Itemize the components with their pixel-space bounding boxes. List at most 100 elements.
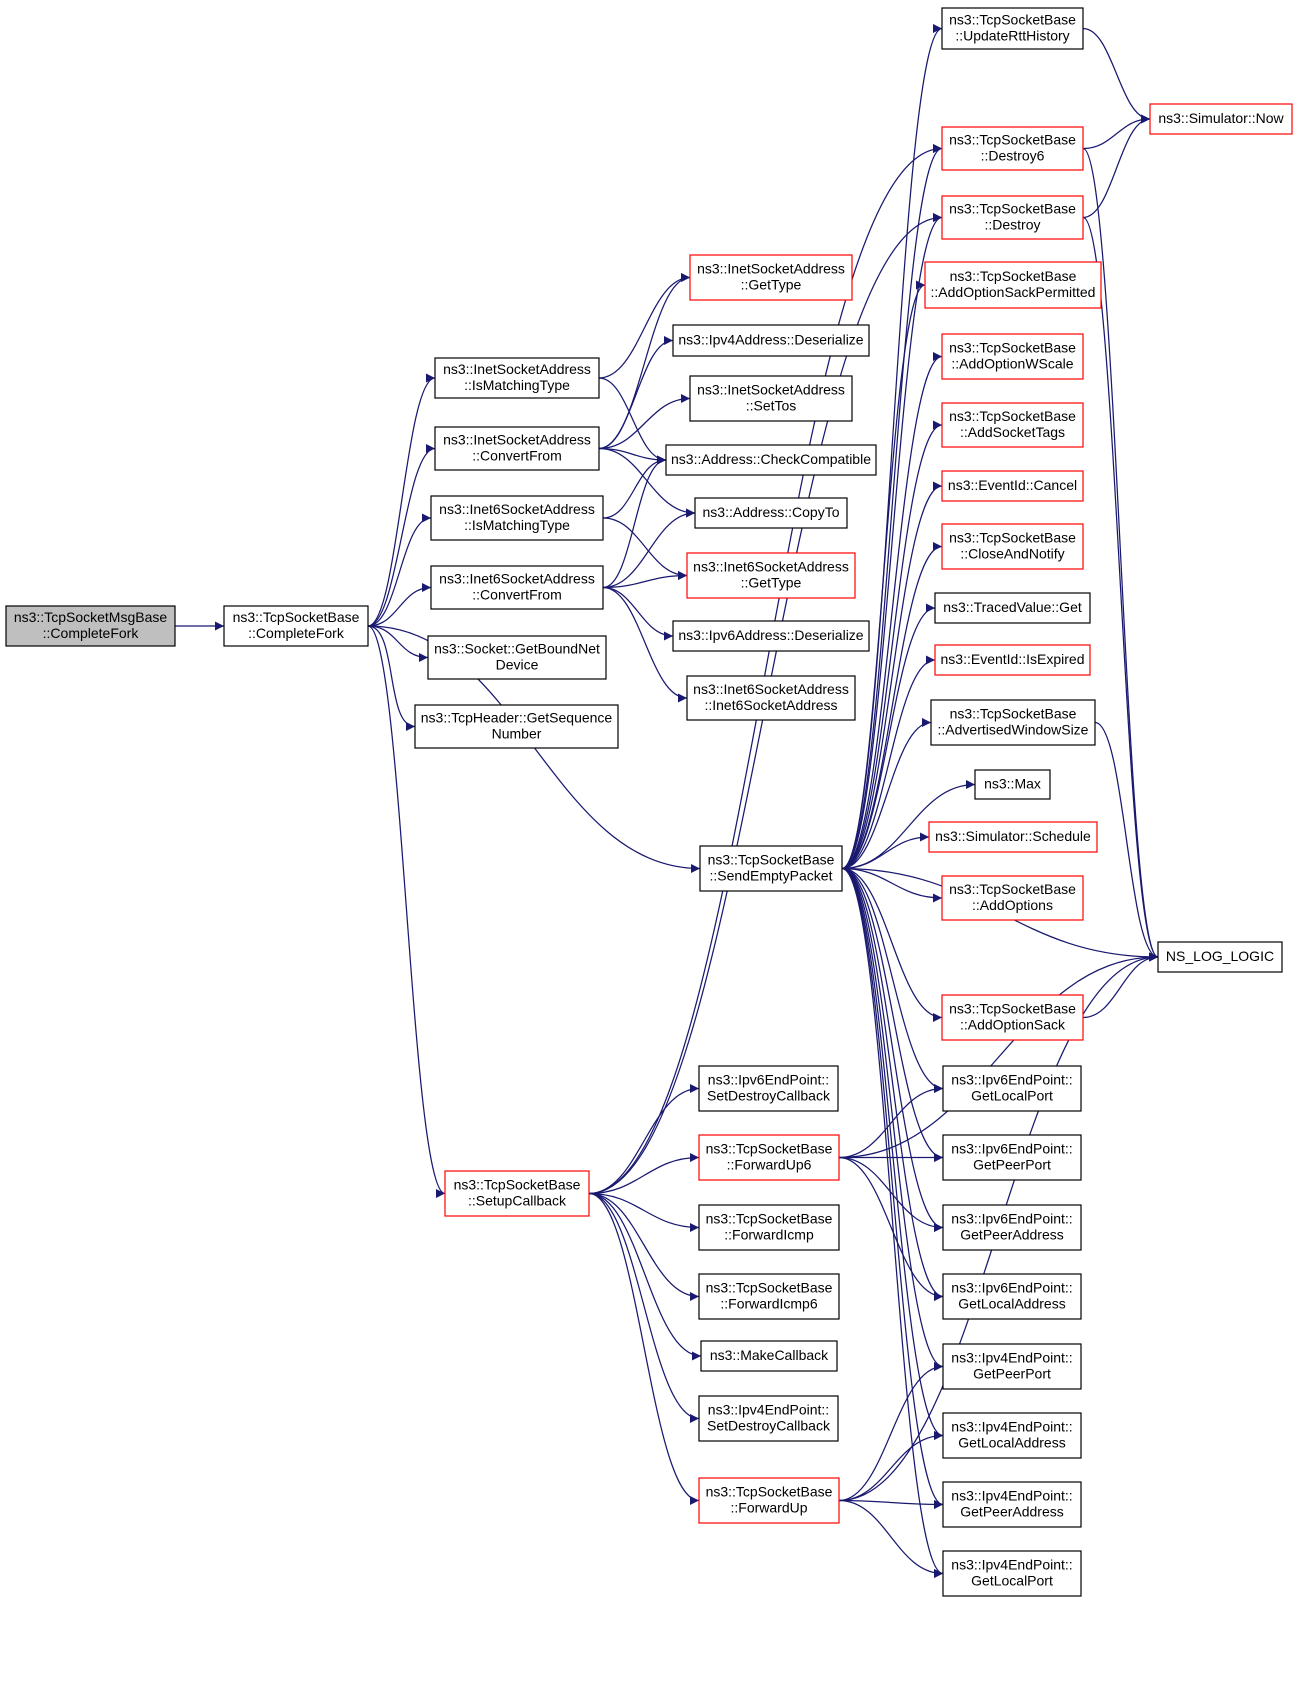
node-label-line: ns3::Ipv6Address::Deserialize <box>678 627 863 643</box>
node-completefork[interactable]: ns3::TcpSocketBase::CompleteFork <box>223 605 369 647</box>
node-label-line: ns3::TcpSocketBase <box>950 706 1077 722</box>
node-label-line: ns3::Ipv4EndPoint:: <box>951 1488 1072 1504</box>
node-ipv4_getlocalport[interactable]: ns3::Ipv4EndPoint::GetLocalPort <box>942 1550 1082 1597</box>
node-box <box>930 699 1096 746</box>
node-label-line: GetLocalAddress <box>958 1296 1065 1312</box>
edge-sendempty-to-ipv6_getlocalport <box>841 867 944 1093</box>
node-ipv4_getlocaladdr[interactable]: ns3::Ipv4EndPoint::GetLocalAddress <box>942 1412 1082 1459</box>
node-label-line: ns3::TcpSocketBase <box>454 1177 581 1193</box>
node-addr_checkcompat[interactable]: ns3::Address::CheckCompatible <box>665 444 877 476</box>
node-box <box>941 875 1084 921</box>
node-label-line: ns3::TcpSocketBase <box>949 881 1076 897</box>
node-forwardup[interactable]: ns3::TcpSocketBase::ForwardUp <box>698 1477 840 1524</box>
node-ipv4_deser[interactable]: ns3::Ipv4Address::Deserialize <box>672 324 870 357</box>
node-label-line: ::CompleteFork <box>248 625 345 641</box>
edge-inet_convertfrom-to-ipv4_deser <box>598 336 674 450</box>
node-inet_convertfrom[interactable]: ns3::InetSocketAddress::ConvertFrom <box>434 426 600 471</box>
node-label-line: ns3::Inet6SocketAddress <box>693 559 849 575</box>
node-label-line: ::ConvertFrom <box>472 448 561 464</box>
edge-sendempty-to-addsockettags <box>841 420 943 870</box>
node-forwardicmp[interactable]: ns3::TcpSocketBase::ForwardIcmp <box>698 1204 840 1251</box>
node-box <box>698 1134 840 1181</box>
edge-setupcallback-to-ipv6_setdestroy <box>588 1084 700 1195</box>
node-max[interactable]: ns3::Max <box>974 769 1051 800</box>
node-addr_copyto[interactable]: ns3::Address::CopyTo <box>694 497 848 529</box>
edge-forwardup-to-ipv4_getpeeraddr <box>838 1499 944 1509</box>
edge-inet_ismatching-to-addr_checkcompat <box>598 377 667 465</box>
edge-sendempty-to-addoptionsack <box>841 867 943 1022</box>
node-label-line: ns3::InetSocketAddress <box>697 261 845 277</box>
node-updatertt[interactable]: ns3::TcpSocketBase::UpdateRttHistory <box>941 7 1084 50</box>
node-label-line: ::IsMatchingType <box>464 517 570 533</box>
node-ipv6_getlocaladdr[interactable]: ns3::Ipv6EndPoint::GetLocalAddress <box>942 1273 1082 1320</box>
node-ipv6_getlocalport[interactable]: ns3::Ipv6EndPoint::GetLocalPort <box>942 1065 1082 1112</box>
node-inet6_ismatching[interactable]: ns3::Inet6SocketAddress::IsMatchingType <box>430 495 604 541</box>
node-inet_settos[interactable]: ns3::InetSocketAddress::SetTos <box>689 375 853 422</box>
node-box <box>430 565 604 610</box>
node-inet_gettype[interactable]: ns3::InetSocketAddress::GetType <box>689 254 853 301</box>
node-event_cancel[interactable]: ns3::EventId::Cancel <box>941 470 1084 502</box>
node-ipv6_getpeeraddr[interactable]: ns3::Ipv6EndPoint::GetPeerAddress <box>942 1204 1082 1251</box>
edge-destroy-to-sim_now <box>1082 114 1151 219</box>
edge-sendempty-to-destroy6 <box>841 144 943 870</box>
node-forwardup6[interactable]: ns3::TcpSocketBase::ForwardUp6 <box>698 1134 840 1181</box>
node-addoptionsack[interactable]: ns3::TcpSocketBase::AddOptionSack <box>941 994 1084 1041</box>
node-addsockettags[interactable]: ns3::TcpSocketBase::AddSocketTags <box>941 402 1084 448</box>
node-label-line: Number <box>492 726 542 742</box>
node-sendempty[interactable]: ns3::TcpSocketBase::SendEmptyPacket <box>699 845 843 892</box>
node-label-line: ns3::TcpSocketBase <box>706 1141 833 1157</box>
node-label-line: ns3::Ipv4EndPoint:: <box>951 1557 1072 1573</box>
node-box <box>941 402 1084 448</box>
node-box <box>698 1477 840 1524</box>
node-makecallback[interactable]: ns3::MakeCallback <box>700 1340 838 1372</box>
edge-sendempty-to-ipv4_getlocalport <box>841 867 944 1578</box>
node-inet6_gettype[interactable]: ns3::Inet6SocketAddress::GetType <box>686 552 856 599</box>
node-ns_log_logic[interactable]: NS_LOG_LOGIC <box>1157 941 1283 973</box>
edge-forwardup-to-ipv4_getlocaladdr <box>838 1431 944 1502</box>
node-closeandnotify[interactable]: ns3::TcpSocketBase::CloseAndNotify <box>941 523 1084 570</box>
node-addsackperm[interactable]: ns3::TcpSocketBase::AddOptionSackPermitt… <box>924 261 1102 309</box>
node-box <box>942 1065 1082 1112</box>
node-inet6_convertfrom[interactable]: ns3::Inet6SocketAddress::ConvertFrom <box>430 565 604 610</box>
node-event_isexpired[interactable]: ns3::EventId::IsExpired <box>934 644 1091 676</box>
node-traced_get[interactable]: ns3::TracedValue::Get <box>934 592 1091 624</box>
node-label-line: ::Destroy <box>984 217 1040 233</box>
node-label-line: ns3::MakeCallback <box>710 1347 829 1363</box>
node-ipv4_setdestroy[interactable]: ns3::Ipv4EndPoint::SetDestroyCallback <box>698 1395 839 1442</box>
edge-inet6_convertfrom-to-inet6_ctor <box>602 586 688 703</box>
node-label-line: ::ForwardIcmp <box>724 1227 814 1243</box>
node-setupcallback[interactable]: ns3::TcpSocketBase::SetupCallback <box>444 1170 590 1217</box>
node-msgbase_completefork[interactable]: ns3::TcpSocketMsgBase::CompleteFork <box>5 605 176 647</box>
node-addwscale[interactable]: ns3::TcpSocketBase::AddOptionWScale <box>941 333 1084 380</box>
node-label-line: GetLocalPort <box>971 1088 1053 1104</box>
edge-setupcallback-to-makecallback <box>588 1192 702 1361</box>
edge-setupcallback-to-forwardup <box>588 1192 700 1505</box>
node-label-line: ns3::InetSocketAddress <box>697 382 845 398</box>
node-sim_schedule[interactable]: ns3::Simulator::Schedule <box>928 821 1098 853</box>
node-ipv6_deser[interactable]: ns3::Ipv6Address::Deserialize <box>672 620 870 652</box>
node-ipv4_getpeerport[interactable]: ns3::Ipv4EndPoint::GetPeerPort <box>942 1343 1082 1390</box>
node-advwindow[interactable]: ns3::TcpSocketBase::AdvertisedWindowSize <box>930 699 1096 746</box>
node-label-line: ::SendEmptyPacket <box>710 868 833 884</box>
edge-sendempty-to-ipv6_getpeeraddr <box>841 867 944 1232</box>
node-addoptions[interactable]: ns3::TcpSocketBase::AddOptions <box>941 875 1084 921</box>
node-label-line: ns3::Ipv6EndPoint:: <box>951 1072 1072 1088</box>
node-label-line: GetPeerPort <box>973 1157 1051 1173</box>
node-ipv6_setdestroy[interactable]: ns3::Ipv6EndPoint::SetDestroyCallback <box>698 1065 839 1112</box>
node-destroy[interactable]: ns3::TcpSocketBase::Destroy <box>941 195 1084 240</box>
node-forwardicmp6[interactable]: ns3::TcpSocketBase::ForwardIcmp6 <box>698 1273 840 1320</box>
node-destroy6[interactable]: ns3::TcpSocketBase::Destroy6 <box>941 126 1084 171</box>
edge-sendempty-to-ipv6_getpeerport <box>841 867 944 1162</box>
edge-inet6_ismatching-to-inet6_gettype <box>602 517 688 580</box>
node-label-line: ::CloseAndNotify <box>960 546 1064 562</box>
node-label-line: ::SetTos <box>746 398 797 414</box>
node-inet_ismatching[interactable]: ns3::InetSocketAddress::IsMatchingType <box>434 357 600 399</box>
edge-inet_ismatching-to-inet_gettype <box>598 273 691 379</box>
node-label-line: ::AddOptionWScale <box>951 356 1073 372</box>
node-ipv4_getpeeraddr[interactable]: ns3::Ipv4EndPoint::GetPeerAddress <box>942 1481 1082 1528</box>
node-sim_now[interactable]: ns3::Simulator::Now <box>1149 103 1293 135</box>
node-inet6_ctor[interactable]: ns3::Inet6SocketAddress::Inet6SocketAddr… <box>686 675 856 721</box>
node-ipv6_getpeerport[interactable]: ns3::Ipv6EndPoint::GetPeerPort <box>942 1134 1082 1181</box>
